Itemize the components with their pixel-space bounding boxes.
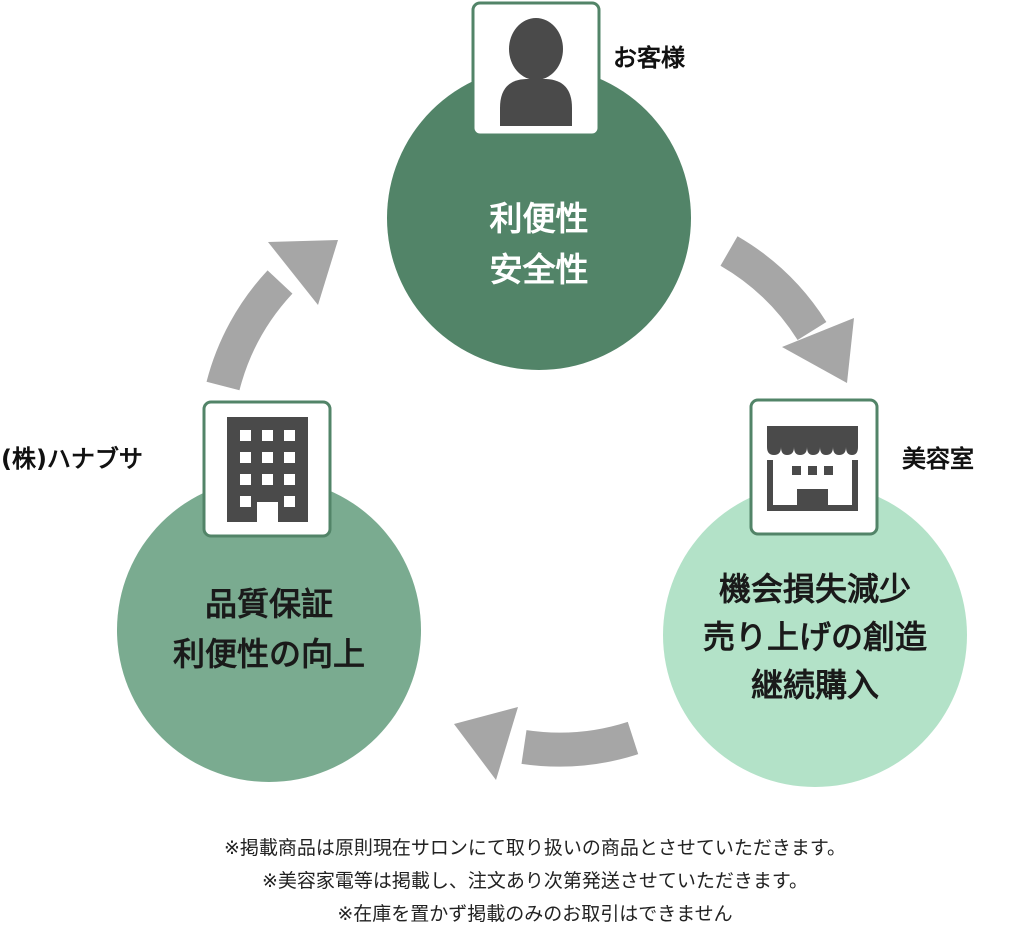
arrow-head bbox=[454, 707, 518, 780]
footnote: ※在庫を置かず掲載のみのお取引はできません bbox=[337, 903, 733, 925]
salon-benefit-line: 売り上げの創造 bbox=[702, 618, 927, 656]
company-benefits: 品質保証 利便性の向上 bbox=[129, 580, 409, 679]
company-circle bbox=[117, 478, 421, 782]
person-icon bbox=[500, 18, 572, 126]
company-benefit-line: 利便性の向上 bbox=[172, 634, 365, 673]
salon-benefit-line: 継続購入 bbox=[750, 666, 879, 704]
salon-benefit-line: 機会損失減少 bbox=[718, 570, 911, 608]
storefront-icon bbox=[767, 426, 858, 511]
footnotes: ※掲載商品は原則現在サロンにて取り扱いの商品とさせていただきます。 ※美容家電等… bbox=[0, 832, 1018, 931]
salon-benefits: 機会損失減少 売り上げの創造 継続購入 bbox=[665, 565, 965, 709]
footnote: ※美容家電等は掲載し、注文あり次第発送させていただきます。 bbox=[261, 870, 809, 892]
office-building-icon bbox=[227, 417, 308, 522]
company-icon-box bbox=[202, 400, 332, 538]
customer-label: お客様 bbox=[613, 44, 685, 72]
customer-circle bbox=[387, 66, 691, 370]
customer-benefits: 利便性 安全性 bbox=[439, 193, 639, 295]
cycle-arrows bbox=[206, 236, 854, 780]
arrow-customer-to-salon bbox=[720, 236, 854, 383]
salon-icon-box bbox=[749, 398, 879, 536]
arrow-body bbox=[521, 721, 639, 767]
arrow-head bbox=[782, 318, 854, 383]
arrow-body bbox=[206, 270, 293, 391]
footnote: ※掲載商品は原則現在サロンにて取り扱いの商品とさせていただきます。 bbox=[223, 837, 847, 859]
arrow-salon-to-company bbox=[454, 707, 639, 780]
company-benefit-line: 品質保証 bbox=[204, 585, 333, 623]
salon-circle bbox=[663, 483, 967, 787]
arrow-head bbox=[268, 240, 338, 305]
arrow-company-to-customer bbox=[206, 240, 338, 391]
arrow-body bbox=[720, 236, 827, 341]
customer-benefit-line: 利便性 bbox=[489, 199, 589, 238]
customer-benefit-line: 安全性 bbox=[489, 250, 589, 290]
company-label: (株)ハナブサ bbox=[1, 445, 143, 473]
salon-label: 美容室 bbox=[902, 445, 974, 473]
customer-icon-box bbox=[471, 1, 601, 137]
